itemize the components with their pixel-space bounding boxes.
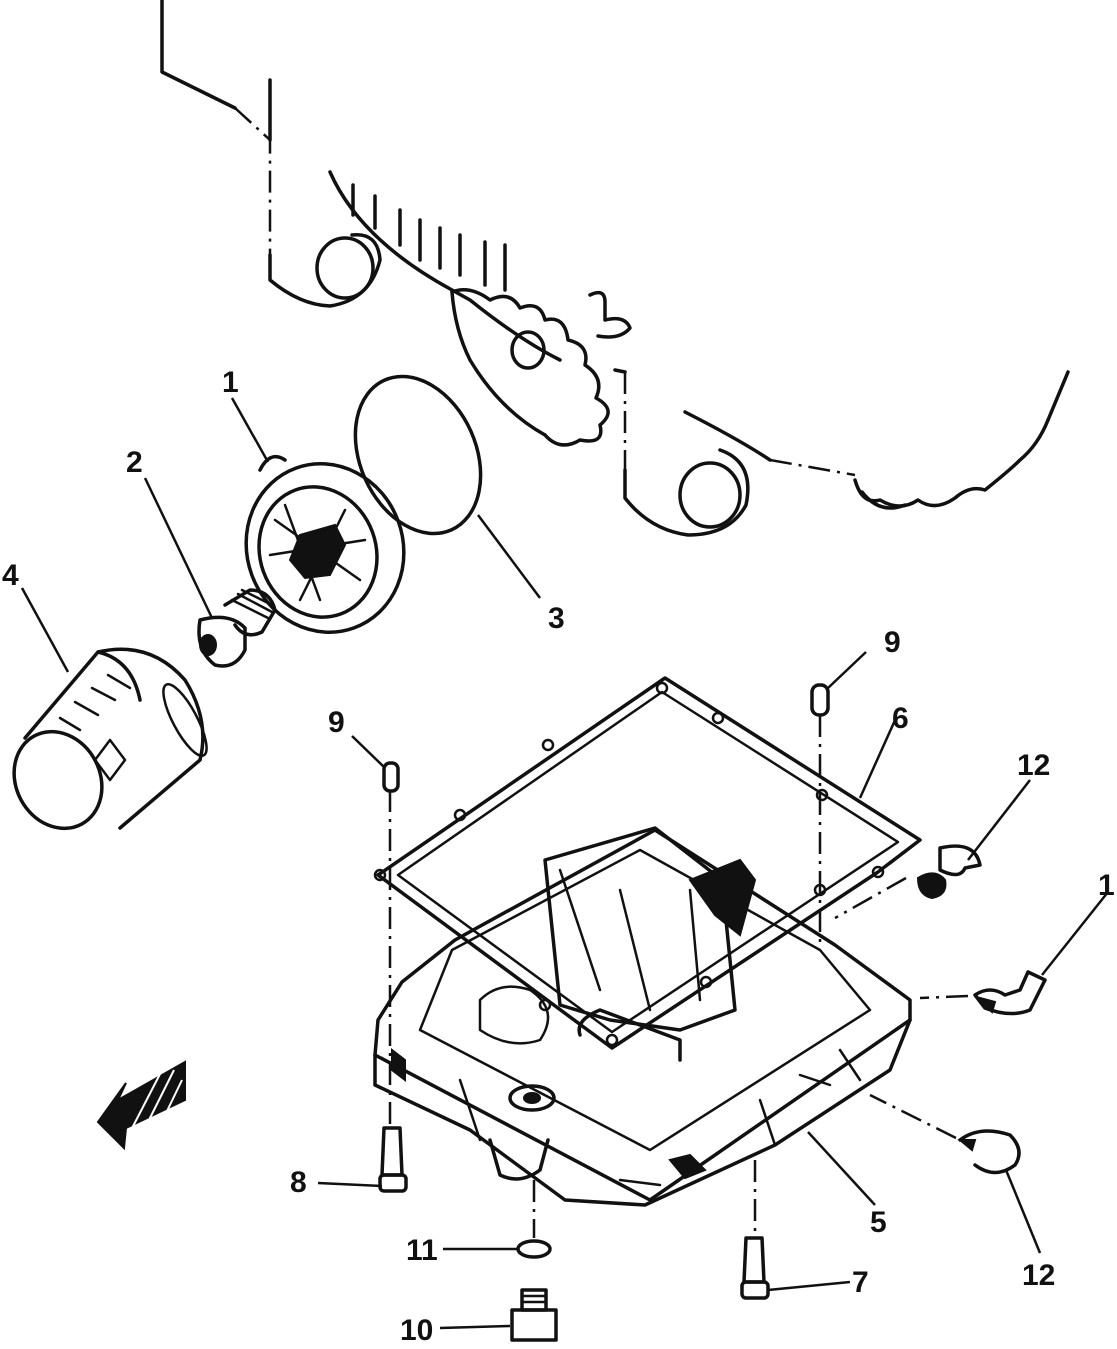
callout-9-left-dowel: 9: [328, 706, 345, 739]
engine-crankcase: [160, 0, 1070, 537]
clamp-upper: [916, 844, 982, 900]
leader-lines: [20, 397, 1109, 1330]
callout-5-oil-pan: 5: [870, 1206, 887, 1239]
washer: [516, 1239, 552, 1259]
bolt-7: [740, 1236, 770, 1300]
oil-filter-cartridge: [12, 647, 208, 831]
clamp-lower: [957, 1129, 1021, 1175]
oil-pan: [373, 826, 912, 1207]
callout-11-washer: 11: [406, 1234, 438, 1267]
dowel-pin-right: [810, 683, 830, 717]
callout-12-lower-clamp: 12: [1022, 1259, 1055, 1292]
oil-pan-gasket: [373, 676, 922, 1050]
callout-labels: 1 2 3 4 9 9 6 12 1 8 5 11 12 7 10: [2, 366, 1115, 1347]
assembly-center-lines: [388, 715, 969, 1238]
callout-10-drain-bolt: 10: [400, 1314, 433, 1347]
o-ring: [353, 374, 483, 536]
callout-9-right-dowel: 9: [884, 626, 901, 659]
clamp-right: [973, 970, 1047, 1016]
callout-2-union-bolt: 2: [126, 446, 143, 479]
front-arrow-icon: [96, 1060, 186, 1151]
bolt-8: [378, 1126, 408, 1193]
callout-12-upper-clamp: 12: [1017, 749, 1050, 782]
oil-filter-cover: [244, 454, 406, 634]
callout-3-o-ring: 3: [548, 602, 565, 635]
callout-4-oil-filter: 4: [2, 559, 19, 592]
drain-bolt: [510, 1288, 558, 1342]
callout-1-right-clamp: 1: [1098, 869, 1115, 902]
callout-8-bolt: 8: [290, 1166, 307, 1199]
dowel-pin-left: [382, 761, 400, 793]
callout-1-filter-cover: 1: [222, 366, 239, 399]
callout-6-gasket: 6: [892, 702, 909, 735]
callout-7-bolt: 7: [852, 1266, 869, 1299]
union-bolt: [197, 588, 277, 668]
